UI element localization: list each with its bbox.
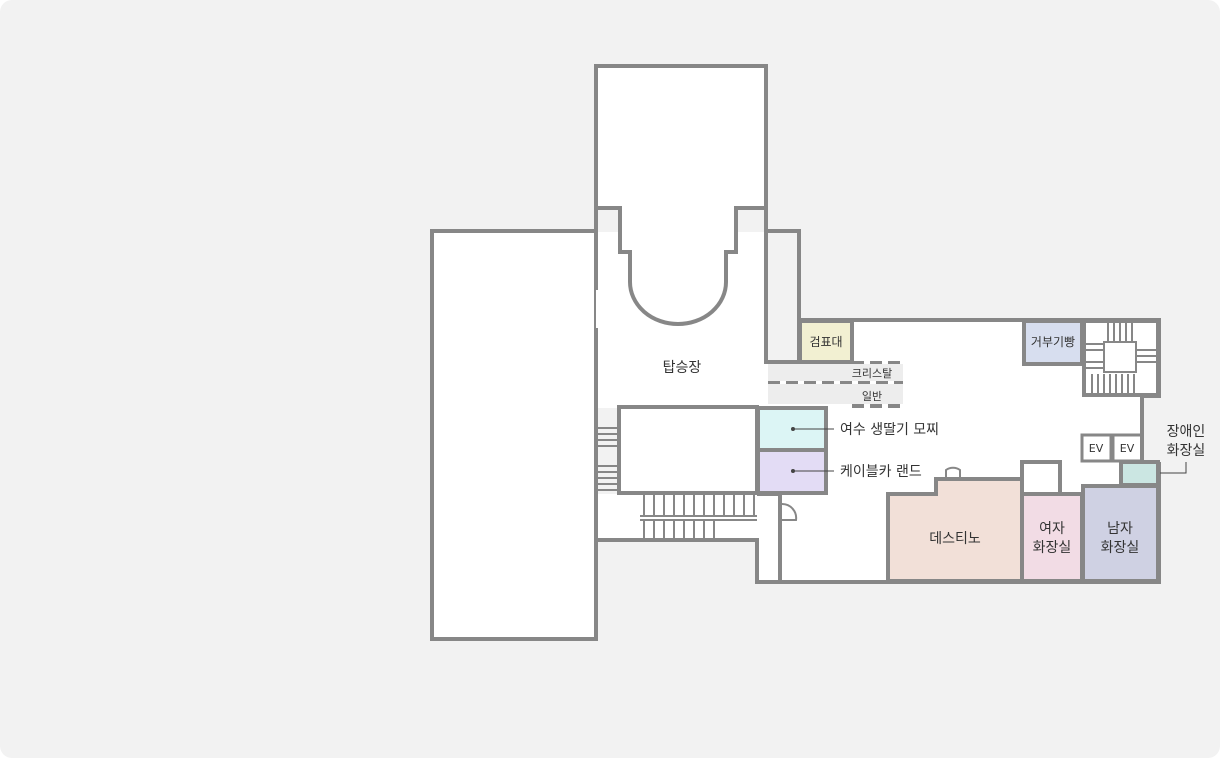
accessible-restroom-label-1: 장애인 xyxy=(1167,424,1206,440)
door-swing-2 xyxy=(945,466,961,479)
destino-cafe xyxy=(886,477,1024,583)
ticket-counter xyxy=(798,319,854,364)
boarding-wall-tower-right xyxy=(764,208,799,364)
destino-label: 데스티노 xyxy=(929,531,981,547)
women-restroom-label-1: 여자 xyxy=(1039,521,1065,537)
strawberry-label: 여수 생딸기 모찌 xyxy=(840,422,939,438)
men-restroom-label-2: 화장실 xyxy=(1101,540,1140,556)
elevator-1 xyxy=(1080,433,1113,463)
inner-block xyxy=(617,405,759,495)
men-restroom xyxy=(1081,484,1160,583)
stairs-lower xyxy=(640,495,757,538)
stairs-left xyxy=(597,427,617,491)
ticket-label: 검표대 xyxy=(809,335,842,349)
lane-crystal-label: 크리스탈 xyxy=(852,367,892,380)
women-restroom-annex xyxy=(1020,460,1062,496)
elevator-2-label: EV xyxy=(1120,442,1135,455)
door-swing-1 xyxy=(781,502,798,521)
accessible-restroom-label-2: 화장실 xyxy=(1167,443,1206,459)
top-tower xyxy=(594,64,768,326)
women-restroom-label-2: 화장실 xyxy=(1033,540,1072,556)
cablecar-land-label: 케이블카 랜드 xyxy=(840,464,922,480)
lane-background-top xyxy=(768,364,903,381)
boarding-label: 탑승장 xyxy=(663,360,702,376)
stairs-right xyxy=(1086,322,1156,393)
left-hall xyxy=(430,229,598,641)
men-restroom-label-1: 남자 xyxy=(1107,521,1133,537)
women-restroom xyxy=(1020,492,1084,583)
bakery-label: 거부기빵 xyxy=(1031,335,1075,349)
accessible-restroom xyxy=(1119,460,1160,487)
tower-side-column xyxy=(766,229,801,364)
elevator-2 xyxy=(1111,433,1144,463)
lane-background xyxy=(768,384,903,404)
elevator-1-label: EV xyxy=(1089,442,1104,455)
lane-general-label: 일반 xyxy=(862,389,882,403)
